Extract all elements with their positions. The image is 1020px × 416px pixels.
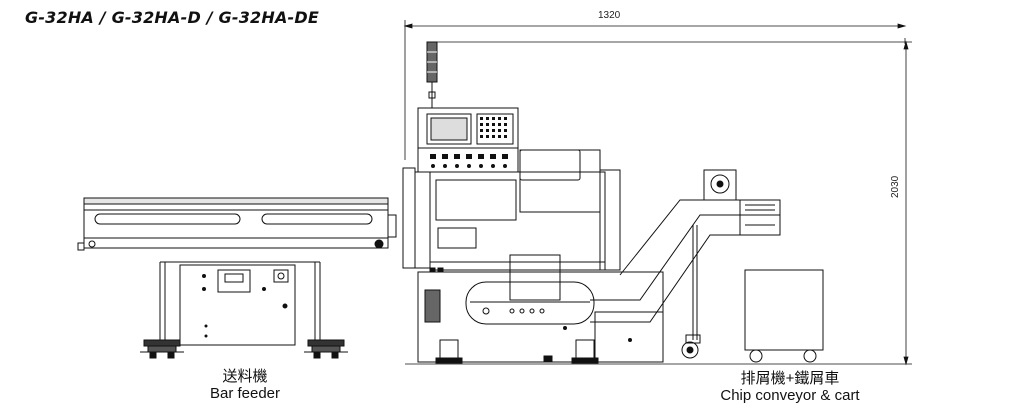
bar-feeder-right-foot — [304, 339, 348, 359]
chip-conveyor-label-en: Chip conveyor & cart — [720, 387, 860, 404]
height-dimension-line — [432, 40, 912, 366]
width-dimension-label: 1320 — [598, 10, 621, 21]
width-dimension-line — [403, 20, 907, 160]
chip-cart — [744, 269, 824, 363]
chip-conveyor-label-zh: 排屑機+鐵屑車 — [740, 370, 840, 387]
chip-conveyor — [590, 169, 781, 359]
bar-feeder-label-en: Bar feeder — [209, 385, 281, 402]
bar-feeder-caption: 送料機 Bar feeder — [190, 368, 300, 402]
diagram-title: G-32HA / G-32HA-D / G-32HA-DE — [25, 8, 319, 27]
bar-feeder — [77, 197, 397, 359]
chip-conveyor-caption: 排屑機+鐵屑車 Chip conveyor & cart — [680, 370, 900, 404]
bar-feeder-label-zh: 送料機 — [222, 368, 268, 385]
bar-feeder-left-foot — [140, 339, 184, 359]
lathe-machine — [402, 41, 664, 364]
